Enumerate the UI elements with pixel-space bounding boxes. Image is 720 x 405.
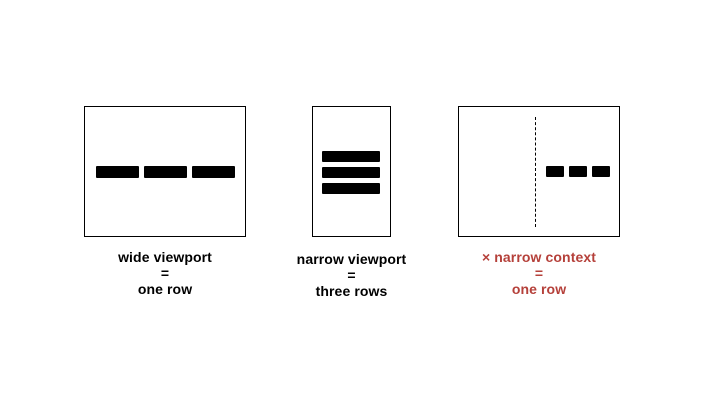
nav-item-bar	[322, 167, 380, 178]
caption-title: wide viewport	[118, 249, 212, 265]
caption-equals: =	[534, 265, 544, 281]
caption-title: narrow viewport	[296, 251, 407, 267]
nav-item-bar	[546, 166, 564, 177]
narrow-context-caption: ×narrow context = one row	[458, 249, 620, 297]
caption-equals: =	[160, 265, 170, 281]
caption-result: one row	[137, 281, 193, 297]
nav-item-bar	[96, 166, 139, 178]
caption-equals: =	[347, 267, 356, 283]
caption-title: narrow context	[494, 249, 597, 265]
nav-item-bar	[144, 166, 187, 178]
nav-item-bar	[322, 151, 380, 162]
cross-icon: ×	[481, 249, 491, 265]
nav-item-bar	[322, 183, 380, 194]
caption-title-row: ×narrow context	[458, 249, 620, 265]
nav-item-bar	[569, 166, 587, 177]
narrow-context-panel	[458, 106, 620, 237]
wide-viewport-panel	[84, 106, 246, 237]
container-boundary-line	[535, 117, 536, 227]
caption-result: three rows	[315, 283, 388, 299]
wide-viewport-caption: wide viewport = one row	[84, 249, 246, 297]
nav-item-bar	[192, 166, 235, 178]
nav-item-bar	[592, 166, 610, 177]
caption-result: one row	[511, 281, 567, 297]
narrow-viewport-panel	[312, 106, 391, 237]
narrow-viewport-caption: narrow viewport = three rows	[281, 251, 422, 299]
